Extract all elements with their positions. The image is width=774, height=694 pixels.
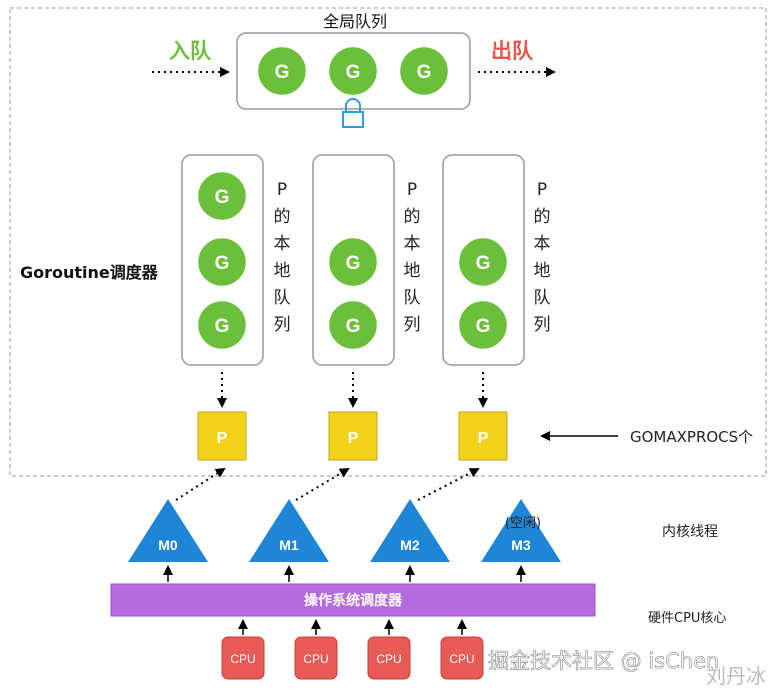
goroutine-scheduler-label: Goroutine调度器 xyxy=(20,263,159,282)
svg-text:本: 本 xyxy=(404,234,421,254)
thread-to-processor-arrow xyxy=(175,467,226,501)
local-queue-goroutine: G xyxy=(456,298,510,352)
svg-text:本: 本 xyxy=(534,234,551,254)
local-queue-label: P 的 本 地 队 列 xyxy=(404,180,421,335)
svg-text:M1: M1 xyxy=(279,537,299,553)
idle-note: (空闲) xyxy=(505,516,541,531)
svg-text:列: 列 xyxy=(404,315,421,335)
svg-text:地: 地 xyxy=(274,261,291,281)
kernel-thread: M0 xyxy=(128,499,208,562)
svg-text:地: 地 xyxy=(534,261,551,281)
kernel-thread: M1 xyxy=(249,499,329,562)
processor: P xyxy=(458,411,508,461)
svg-text:队: 队 xyxy=(274,288,291,308)
local-queue-goroutine: G xyxy=(195,298,249,352)
global-queue-title: 全局队列 xyxy=(323,12,387,31)
global-queue-goroutine: G xyxy=(326,44,380,98)
svg-text:P: P xyxy=(217,430,228,447)
svg-text:的: 的 xyxy=(404,207,421,227)
dequeue-label: 出队 xyxy=(491,39,534,63)
svg-text:G: G xyxy=(476,316,491,337)
kernel-thread: M3 xyxy=(481,499,561,562)
svg-text:列: 列 xyxy=(534,315,551,335)
local-queue-goroutine: G xyxy=(195,235,249,289)
svg-text:的: 的 xyxy=(274,207,291,227)
local-queue-label: P 的 本 地 队 列 xyxy=(274,180,291,335)
svg-text:G: G xyxy=(476,253,491,274)
svg-text:G: G xyxy=(346,253,361,274)
enqueue-label: 入队 xyxy=(169,39,212,63)
svg-text:CPU: CPU xyxy=(376,652,401,666)
os-scheduler-bar xyxy=(110,583,596,617)
svg-text:P: P xyxy=(277,180,287,200)
global-queue-goroutine: G xyxy=(397,44,451,98)
cpu-core: CPU xyxy=(221,636,265,680)
svg-text:的: 的 xyxy=(534,207,551,227)
cpu-core: CPU xyxy=(367,636,411,680)
gomaxprocs-label: GOMAXPROCS个 xyxy=(630,428,753,446)
svg-text:M3: M3 xyxy=(511,537,531,553)
svg-text:M0: M0 xyxy=(158,537,178,553)
svg-text:G: G xyxy=(215,187,230,208)
global-queue-goroutine: G xyxy=(255,44,309,98)
thread-to-processor-arrow xyxy=(417,468,480,501)
lock-icon xyxy=(342,98,364,128)
kernel-threads-label: 内核线程 xyxy=(662,524,718,540)
svg-text:M2: M2 xyxy=(400,537,420,553)
svg-text:P: P xyxy=(478,430,489,447)
local-queue-goroutine: G xyxy=(326,235,380,289)
svg-text:G: G xyxy=(215,253,230,274)
svg-text:P: P xyxy=(348,430,359,447)
watermark: 掘金技术社区 @ isChen xyxy=(488,649,719,673)
svg-text:G: G xyxy=(275,62,290,83)
local-queue-goroutine: G xyxy=(326,298,380,352)
processor: P xyxy=(328,411,378,461)
kernel-thread: M2 xyxy=(370,499,450,562)
hardware-label: 硬件CPU核心 xyxy=(648,611,726,626)
cpu-core: CPU xyxy=(440,636,484,680)
svg-text:地: 地 xyxy=(404,261,421,281)
local-queue-goroutine: G xyxy=(195,169,249,223)
local-queue-label: P 的 本 地 队 列 xyxy=(534,180,551,335)
os-scheduler-label: 操作系统调度器 xyxy=(304,592,403,609)
svg-text:P: P xyxy=(537,180,547,200)
scheduler-boundary xyxy=(9,7,767,477)
svg-text:G: G xyxy=(417,62,432,83)
svg-text:列: 列 xyxy=(274,315,291,335)
svg-text:队: 队 xyxy=(404,288,421,308)
local-queue-goroutine: G xyxy=(456,235,510,289)
svg-text:本: 本 xyxy=(274,234,291,254)
svg-text:G: G xyxy=(346,316,361,337)
svg-text:P: P xyxy=(407,180,417,200)
svg-text:CPU: CPU xyxy=(449,652,474,666)
thread-to-processor-arrow xyxy=(295,467,350,501)
cpu-core: CPU xyxy=(294,636,338,680)
processor: P xyxy=(197,411,247,461)
svg-text:CPU: CPU xyxy=(230,652,255,666)
svg-text:CPU: CPU xyxy=(303,652,328,666)
watermark-overlay: 刘丹冰 xyxy=(706,664,766,688)
svg-text:G: G xyxy=(215,316,230,337)
svg-text:G: G xyxy=(346,62,361,83)
svg-text:队: 队 xyxy=(534,288,551,308)
